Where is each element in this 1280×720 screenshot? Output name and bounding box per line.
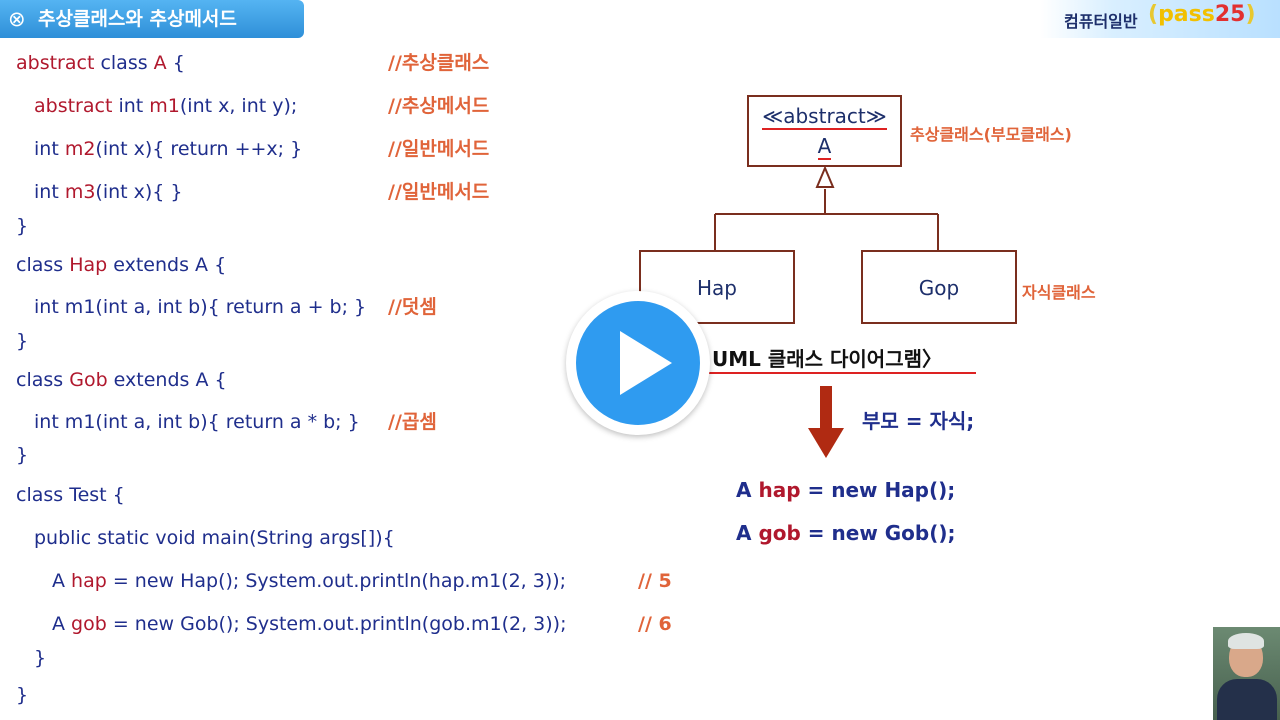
example-token: gob — [758, 521, 801, 545]
uml-caption-underline — [700, 372, 976, 374]
instructor-webcam — [1213, 627, 1280, 720]
top-bar: ⊗ 추상클래스와 추상메서드 컴퓨터일반 (pass25) — [0, 0, 1280, 38]
code-token: Gob — [69, 369, 108, 391]
code-token: A — [52, 570, 72, 592]
code-line-7: int m1(int a, int b){ return a + b; } — [34, 296, 367, 318]
code-line-3: int m2(int x){ return ++x; } — [34, 138, 302, 160]
code-token: abstract — [34, 95, 119, 117]
code-line-1: abstract class A { — [16, 52, 185, 74]
code-line-17: } — [16, 684, 29, 706]
code-line-16: } — [34, 647, 47, 669]
code-line-10: int m1(int a, int b){ return a * b; } — [34, 411, 360, 433]
code-token: { — [166, 52, 185, 74]
uml-class-a: ≪abstract≫ A — [747, 95, 902, 167]
code-comment: //일반메서드 — [388, 138, 490, 160]
code-token: extends A { — [107, 369, 227, 391]
code-token: abstract — [16, 52, 101, 74]
example-token: hap — [758, 478, 801, 502]
brand-number: 25 — [1214, 2, 1246, 27]
code-comment: //일반메서드 — [388, 181, 490, 203]
uml-class-gop-name: Gop — [918, 276, 960, 300]
code-line-5: } — [16, 215, 29, 237]
assignment-rule: 부모 = 자식; — [862, 409, 975, 433]
play-icon — [620, 331, 672, 395]
code-line-12: class Test { — [16, 484, 125, 506]
example-token: = new Gob(); — [800, 521, 956, 545]
uml-class-hap: Hap — [639, 250, 795, 324]
uml-class-a-name: A — [749, 134, 900, 160]
down-arrow-head — [808, 428, 844, 458]
stereotype-text: ≪abstract≫ — [762, 104, 887, 130]
code-line-9: class Gob extends A { — [16, 369, 227, 391]
code-comment: //덧셈 — [388, 296, 437, 318]
code-token: gob — [71, 613, 107, 635]
uml-class-gop: Gop — [861, 250, 1017, 324]
code-token: m3 — [64, 181, 96, 203]
brand-pass: pass — [1158, 2, 1215, 27]
code-comment: //곱셈 — [388, 411, 437, 433]
brand-open: ( — [1148, 2, 1159, 27]
slide-title: 추상클래스와 추상메서드 — [38, 8, 237, 30]
code-token: (int x){ } — [95, 181, 183, 203]
code-token: extends A { — [107, 254, 227, 276]
example-token: A — [736, 478, 759, 502]
class-name-text: A — [817, 134, 832, 160]
down-arrow-shaft — [820, 386, 832, 430]
code-comment: //추상메서드 — [388, 95, 490, 117]
brand-banner: 컴퓨터일반 (pass25) — [1040, 0, 1280, 38]
inheritance-arrowhead — [815, 165, 835, 188]
child-class-label: 자식클래스 — [1022, 283, 1096, 302]
example-line-1: A hap = new Hap(); — [736, 478, 955, 502]
slide-title-banner: ⊗ 추상클래스와 추상메서드 — [0, 0, 304, 38]
circled-times-icon: ⊗ — [8, 7, 26, 31]
code-line-11: } — [16, 444, 29, 466]
code-line-4: int m3(int x){ } — [34, 181, 183, 203]
code-token: hap — [71, 570, 107, 592]
parent-class-label: 추상클래스(부모클래스) — [910, 125, 1072, 144]
code-token: m1 — [149, 95, 180, 117]
webcam-shirt — [1217, 679, 1277, 720]
webcam-hair — [1228, 633, 1264, 649]
code-token: (int x, int y); — [179, 95, 298, 117]
example-line-2: A gob = new Gob(); — [736, 521, 956, 545]
code-token: int — [34, 138, 65, 160]
code-token: = new Gob(); System.out.println(gob.m1(2… — [106, 613, 567, 635]
uml-class-a-stereotype: ≪abstract≫ — [749, 104, 900, 130]
code-comment: // 5 — [638, 570, 672, 592]
code-token: A — [153, 52, 167, 74]
code-token: (int x){ return ++x; } — [95, 138, 303, 160]
code-token: int — [118, 95, 150, 117]
code-line-6: class Hap extends A { — [16, 254, 226, 276]
code-line-2: abstract int m1(int x, int y); — [34, 95, 297, 117]
example-token: A — [736, 521, 759, 545]
code-token: int — [34, 181, 65, 203]
code-line-13: public static void main(String args[]){ — [34, 527, 395, 549]
code-token: A — [52, 613, 72, 635]
code-token: class — [16, 369, 70, 391]
uml-caption: UML 클래스 다이어그램〉 — [712, 347, 943, 371]
brand-name: 컴퓨터일반 — [1064, 12, 1138, 31]
example-token: = new Hap(); — [800, 478, 956, 502]
brand-tag: (pass25) — [1148, 2, 1256, 27]
play-button[interactable] — [566, 291, 710, 435]
code-token: m2 — [64, 138, 96, 160]
code-line-15: A gob = new Gob(); System.out.println(go… — [52, 613, 566, 635]
code-comment: // 6 — [638, 613, 672, 635]
code-token: Hap — [69, 254, 108, 276]
code-token: = new Hap(); System.out.println(hap.m1(2… — [106, 570, 567, 592]
code-comment: //추상클래스 — [388, 52, 490, 74]
code-line-14: A hap = new Hap(); System.out.println(ha… — [52, 570, 566, 592]
code-line-8: } — [16, 330, 29, 352]
play-button-circle[interactable] — [576, 301, 700, 425]
uml-class-hap-name: Hap — [697, 276, 737, 300]
code-token: class — [16, 254, 70, 276]
code-token: class — [100, 52, 154, 74]
brand-close: ) — [1245, 2, 1256, 27]
